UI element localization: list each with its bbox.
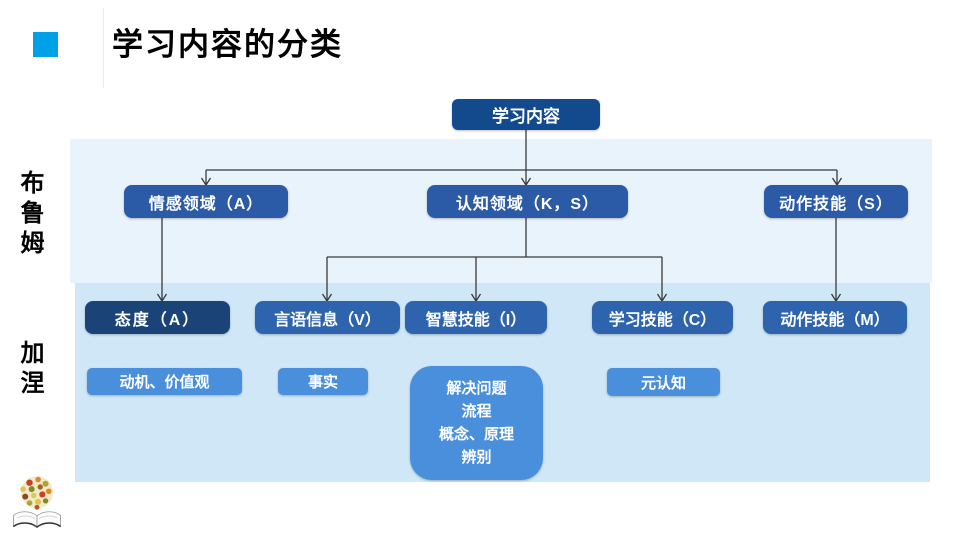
node-attitude: 态度（A）	[85, 301, 230, 334]
title-accent-square-icon	[33, 32, 58, 57]
node-motor-skill-s: 动作技能（S）	[764, 185, 908, 218]
page-title: 学习内容的分类	[112, 27, 343, 62]
node-intellectual-skill: 智慧技能（I）	[405, 301, 547, 334]
detail-line: 流程	[461, 402, 492, 420]
detail-line: 辨别	[461, 449, 492, 467]
node-facts: 事实	[278, 368, 368, 395]
node-metacognition: 元认知	[607, 368, 720, 396]
node-motivation-values: 动机、价值观	[87, 368, 242, 395]
node-motor-skill-m: 动作技能（M）	[763, 301, 907, 334]
node-verbal-information: 言语信息（V）	[255, 301, 400, 334]
title-divider	[103, 8, 104, 88]
node-problem-solving-detail: 解决问题 流程 概念、原理 辨别	[410, 366, 543, 480]
logo-book-icon	[13, 476, 61, 529]
side-label-gagne: 加涅	[16, 340, 43, 400]
side-label-bloom: 布鲁姆	[16, 170, 43, 260]
node-affective-domain: 情感领域（A）	[124, 185, 288, 218]
node-cognitive-domain: 认知领域（K，S）	[427, 185, 628, 218]
node-learning-skill: 学习技能（C）	[592, 301, 733, 334]
detail-line: 解决问题	[446, 379, 507, 397]
detail-line: 概念、原理	[438, 426, 514, 443]
node-learning-content: 学习内容	[452, 99, 600, 130]
